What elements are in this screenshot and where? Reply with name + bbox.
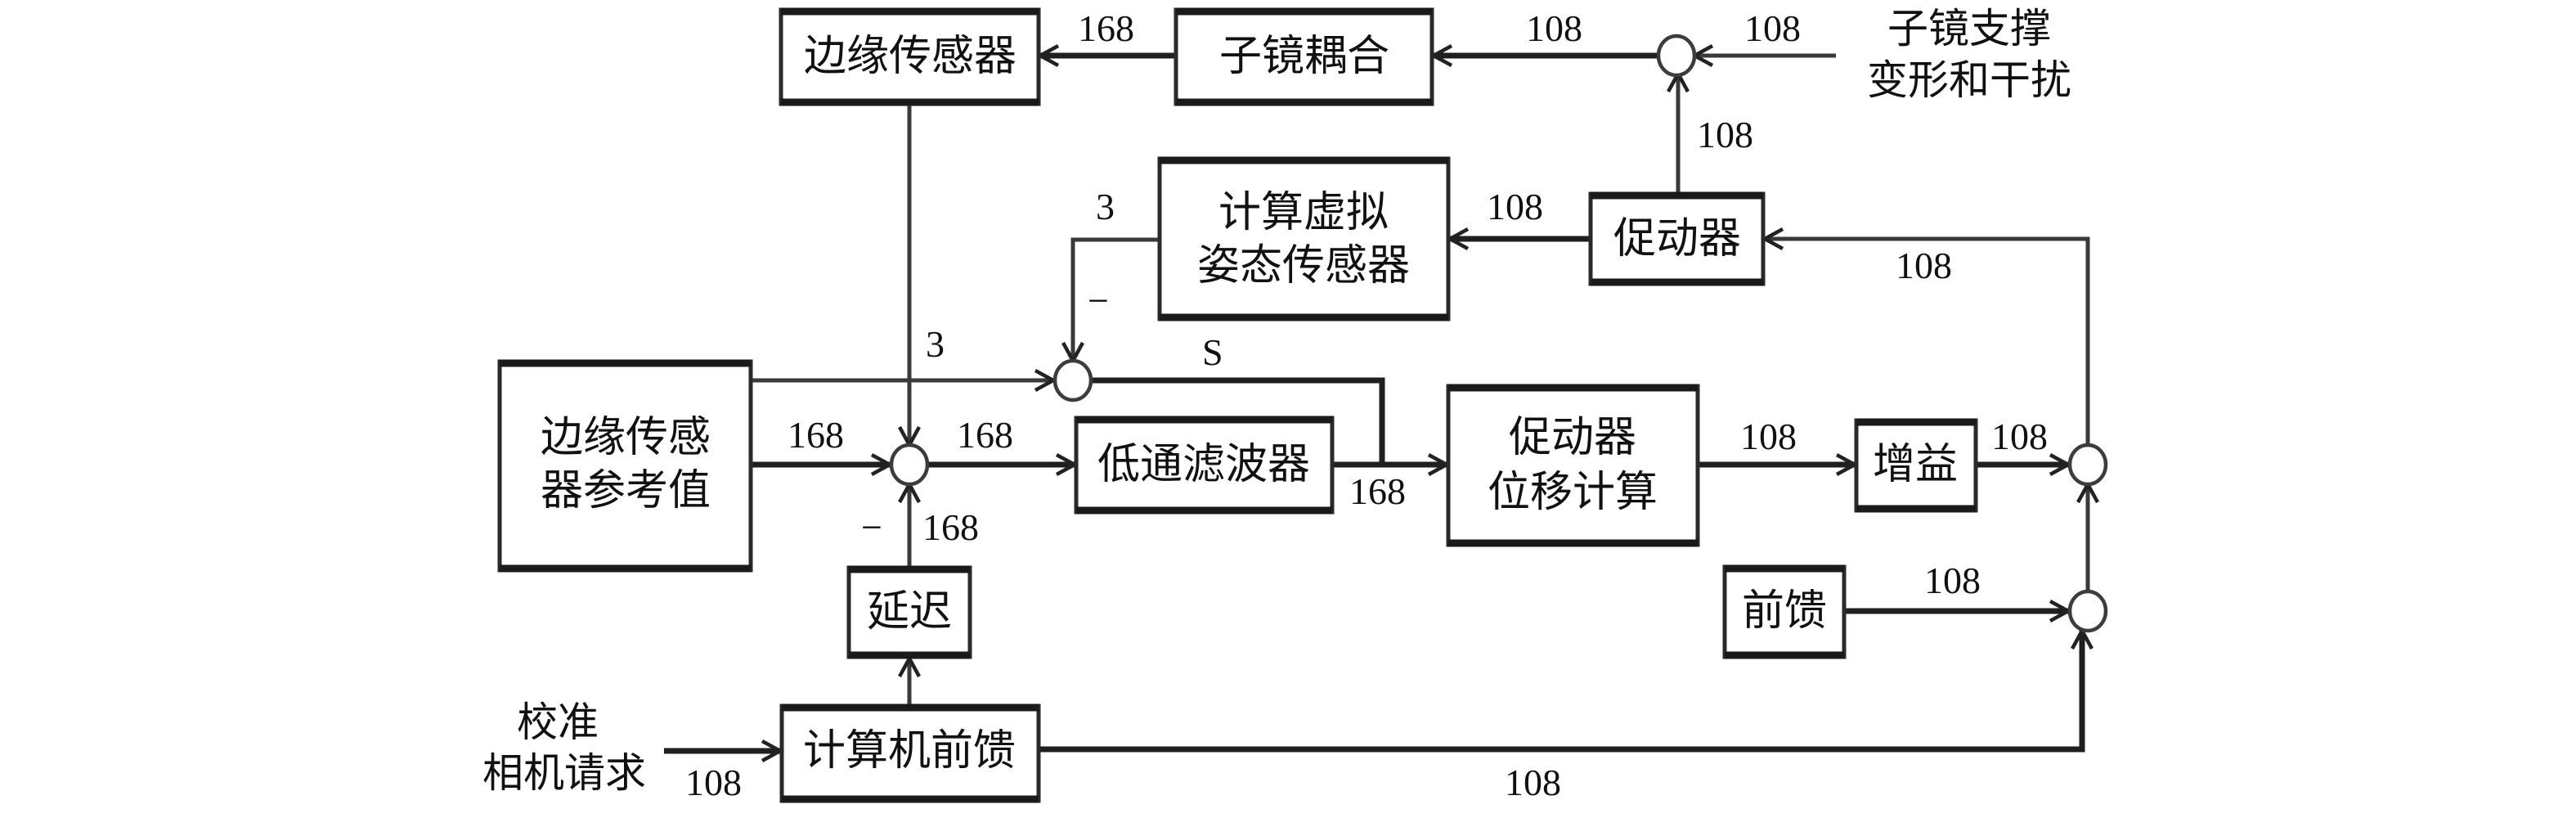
signal-label-108-actuator-left: 108 <box>1487 186 1543 227</box>
disturbance-label-line2: 变形和干扰 <box>1867 56 2071 104</box>
block-low-pass-filter <box>1074 416 1335 515</box>
signal-label-s: S <box>1202 331 1223 373</box>
block-virtual-attitude-line2: 姿态传感器 <box>1197 241 1410 290</box>
block-feedforward-frame <box>1722 564 1847 659</box>
signal-label-108-top-left: 108 <box>1526 7 1582 49</box>
signal-label-108-disturbance: 108 <box>1744 7 1801 49</box>
block-gain-label: 增益 <box>1873 440 1958 489</box>
block-reference-line2: 器参考值 <box>541 466 711 515</box>
block-gain <box>1854 418 1978 513</box>
block-gain-frame <box>1854 418 1978 513</box>
junction-right-lower <box>2067 589 2108 633</box>
block-virtual-attitude-line1: 计算虚拟 <box>1218 188 1389 237</box>
wire-computer-ff-out <box>1039 631 2085 753</box>
sign-minus-virtual: − <box>1088 280 1109 321</box>
block-virtual-attitude-sensor-frame <box>1157 156 1451 321</box>
wire-virtual-to-junction <box>1070 237 1160 361</box>
block-displacement-line1: 促动器 <box>1509 413 1636 462</box>
signal-label-168-reference: 168 <box>788 414 844 456</box>
block-segment-coupling-frame <box>1174 7 1434 106</box>
block-segment-coupling <box>1174 7 1434 106</box>
block-delay-label: 延迟 <box>867 587 952 636</box>
signal-label-108-displacement: 108 <box>1740 416 1797 457</box>
block-low-pass-filter-label: 低通滤波器 <box>1097 440 1310 489</box>
block-edge-sensor-reference <box>497 359 753 573</box>
wire-feedback-to-actuator <box>1765 236 2090 447</box>
block-actuator-displacement-frame <box>1446 384 1700 547</box>
block-delay <box>846 565 972 659</box>
signal-label-168-filter-out: 168 <box>1349 470 1406 512</box>
block-reference-line1: 边缘传感 <box>541 413 711 462</box>
junction-virtual <box>1052 358 1093 402</box>
signal-label-168-delay: 168 <box>922 506 979 548</box>
signal-label-3-reference: 3 <box>926 323 945 365</box>
block-computer-feedforward-label: 计算机前馈 <box>803 726 1016 775</box>
junction-right-upper <box>2067 443 2108 487</box>
calibration-label-line2: 相机请求 <box>482 749 646 797</box>
signal-label-168-to-filter: 168 <box>957 414 1013 456</box>
block-feedforward <box>1722 564 1847 659</box>
block-edge-sensor <box>779 7 1041 106</box>
signal-label-108-feedforward: 108 <box>1924 560 1981 601</box>
disturbance-label-line1: 子镜支撑 <box>1887 5 2051 52</box>
sign-minus-delay: − <box>861 506 882 548</box>
block-edge-sensor-reference-frame <box>497 359 753 573</box>
block-actuator-displacement <box>1446 384 1700 547</box>
signal-label-108-bottom: 108 <box>1505 762 1561 803</box>
block-edge-sensor-label: 边缘传感器 <box>804 32 1016 81</box>
block-virtual-attitude-sensor <box>1157 156 1451 321</box>
signal-label-3-virtual: 3 <box>1096 186 1115 227</box>
block-segment-coupling-label: 子镜耦合 <box>1219 32 1389 81</box>
signal-label-108-feedback: 108 <box>1896 245 1952 286</box>
block-computer-feedforward <box>779 703 1041 803</box>
signal-label-108-actuator-up: 108 <box>1697 114 1753 155</box>
wire-s-path <box>1091 377 1385 465</box>
junction-main <box>889 443 930 487</box>
signal-label-108-gain: 108 <box>1991 416 2048 457</box>
connector-wires <box>664 44 2099 762</box>
block-displacement-line2: 位移计算 <box>1488 468 1658 517</box>
signal-label-108-calibration: 108 <box>685 762 742 803</box>
block-feedforward-label: 前馈 <box>1742 587 1827 636</box>
block-actuator-label: 促动器 <box>1613 214 1741 263</box>
block-computer-feedforward-frame <box>779 703 1041 803</box>
block-actuator <box>1588 191 1766 286</box>
signal-label-168-top: 168 <box>1078 7 1134 49</box>
junction-top <box>1656 34 1697 78</box>
calibration-label-line1: 校准 <box>517 699 599 746</box>
blocks <box>497 7 1978 803</box>
summing-junctions <box>889 34 2108 633</box>
